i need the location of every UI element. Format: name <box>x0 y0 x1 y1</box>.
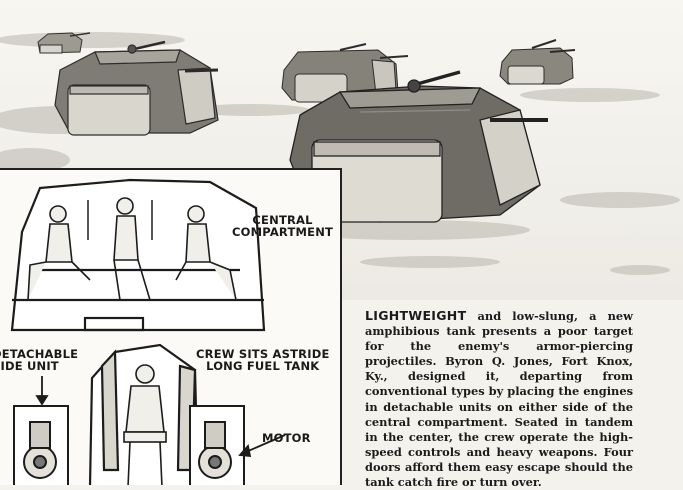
tank-left <box>54 40 219 136</box>
label-line: LONG FUEL TANK <box>206 359 320 373</box>
tank-foreground <box>289 70 548 223</box>
side-unit-left <box>13 405 69 485</box>
label-arrows <box>35 376 286 458</box>
label-crew-sits: CREW SITS ASTRIDE LONG FUEL TANK <box>196 348 330 372</box>
label-line: CENTRAL <box>252 213 313 227</box>
crew-figures-side <box>27 197 237 301</box>
tank-far-right <box>499 39 576 85</box>
article-caption: LIGHTWEIGHT and low-slung, a new amphibi… <box>365 308 633 490</box>
label-motor: MOTOR <box>262 431 311 445</box>
caption-lead: LIGHTWEIGHT <box>365 308 467 323</box>
inset-diagram: CENTRAL COMPARTMENT DETACHABLE SIDE UNIT… <box>0 168 342 485</box>
label-line: CREW SITS ASTRIDE <box>196 347 330 361</box>
interior-drawing <box>10 178 286 485</box>
tank-far-left <box>37 32 91 54</box>
label-detachable-side-unit: DETACHABLE SIDE UNIT <box>0 348 78 372</box>
label-central-compartment: CENTRAL COMPARTMENT <box>232 214 333 238</box>
label-line: COMPARTMENT <box>232 225 334 239</box>
side-unit-right <box>189 405 245 485</box>
caption-body: and low-slung, a new amphibious tank pre… <box>365 309 633 490</box>
label-line: SIDE UNIT <box>0 359 59 373</box>
label-line: DETACHABLE <box>0 347 79 361</box>
crew-figure-front <box>123 364 167 485</box>
